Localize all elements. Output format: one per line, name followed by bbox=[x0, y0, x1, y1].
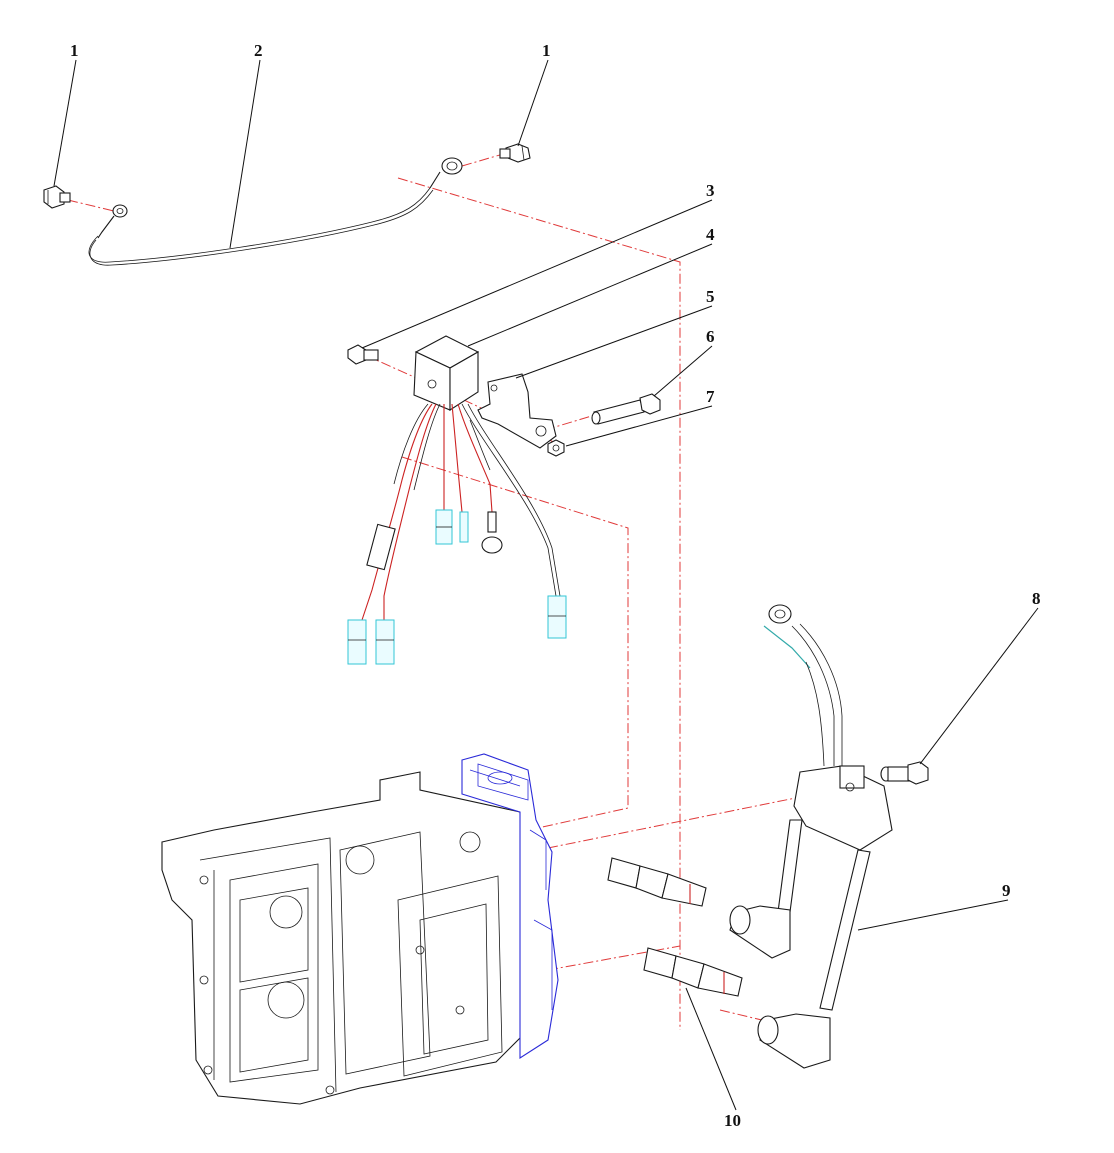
callout-10: 10 bbox=[724, 1111, 741, 1130]
engine-block bbox=[161, 771, 525, 1105]
spark-plug-upper bbox=[607, 857, 707, 907]
ground-wire bbox=[88, 157, 463, 266]
engine-top-cover bbox=[461, 753, 559, 1060]
cdi-wire-harness bbox=[361, 403, 561, 621]
harness-connectors bbox=[347, 509, 567, 665]
cdi-module bbox=[413, 335, 480, 412]
callout-2: 2 bbox=[254, 41, 263, 60]
callout-8: 8 bbox=[1032, 589, 1041, 608]
callout-1a: 1 bbox=[70, 41, 79, 60]
callout-3: 3 bbox=[706, 181, 715, 200]
callout-6: 6 bbox=[706, 327, 715, 346]
screw-8 bbox=[880, 761, 929, 785]
callout-labels: 1 2 1 3 4 5 6 7 8 9 10 bbox=[70, 41, 1041, 1130]
spark-plug-lower bbox=[643, 947, 743, 997]
bracket bbox=[477, 373, 557, 449]
callout-4: 4 bbox=[706, 225, 715, 244]
ignition-coil bbox=[729, 604, 893, 1069]
callout-5: 5 bbox=[706, 287, 715, 306]
leader-lines bbox=[53, 59, 1039, 1111]
bolt-3 bbox=[347, 344, 379, 365]
nut-right bbox=[499, 143, 531, 163]
callout-1b: 1 bbox=[542, 41, 551, 60]
bolt-6 bbox=[591, 393, 661, 425]
callout-7: 7 bbox=[706, 387, 715, 406]
nut-7 bbox=[547, 439, 565, 457]
nut-left bbox=[43, 185, 71, 209]
callout-9: 9 bbox=[1002, 881, 1011, 900]
